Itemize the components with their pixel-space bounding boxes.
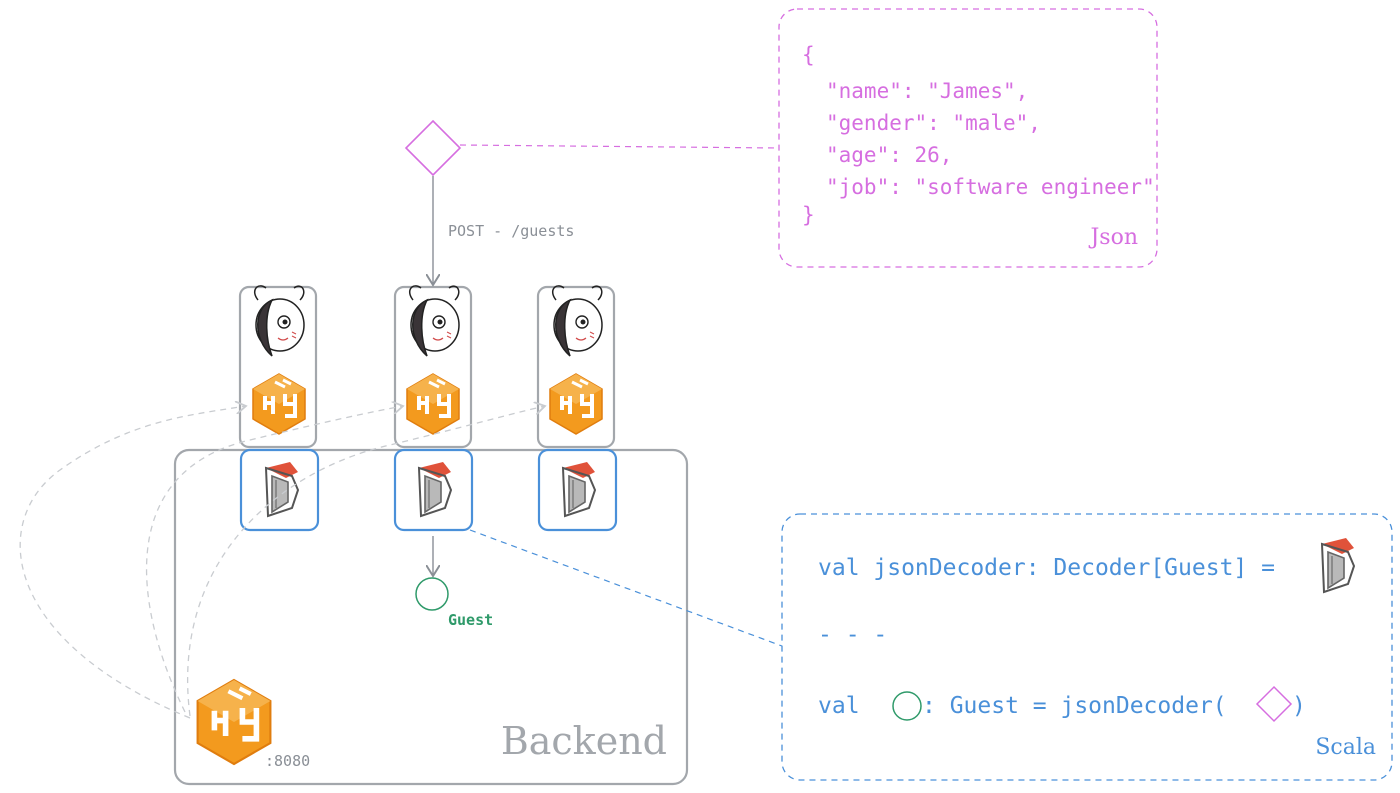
guest-circle-icon bbox=[415, 577, 449, 611]
server-link-1 bbox=[19, 406, 246, 719]
json-line: { bbox=[802, 43, 815, 67]
json-line: "age": 26, bbox=[826, 143, 952, 167]
scala-line-3-suffix: ) bbox=[1292, 693, 1306, 719]
server-link-3 bbox=[187, 406, 545, 717]
circe-decoder-icon bbox=[1321, 537, 1355, 593]
guest-label: Guest bbox=[448, 611, 493, 629]
scala-line-1: val jsonDecoder: Decoder[Guest] = bbox=[818, 555, 1275, 581]
json-panel-label: Json bbox=[1088, 225, 1138, 250]
client-frame-3 bbox=[536, 285, 616, 449]
backend-label: Backend bbox=[501, 719, 667, 763]
json-line: "gender": "male", bbox=[826, 111, 1041, 135]
guest-circle-icon bbox=[892, 691, 922, 721]
json-diamond-icon bbox=[1255, 685, 1293, 723]
client-frame-2 bbox=[393, 285, 473, 449]
scala-link bbox=[469, 529, 783, 647]
scala-line-3-prefix: val bbox=[818, 693, 860, 719]
http4s-cube-icon bbox=[548, 372, 604, 436]
json-line: "name": "James", bbox=[826, 79, 1028, 103]
monster-mascot-icon bbox=[408, 285, 460, 357]
http4s-cube-icon bbox=[251, 372, 307, 436]
json-diamond-icon bbox=[404, 119, 462, 177]
json-panel bbox=[778, 8, 1158, 268]
monster-mascot-icon bbox=[551, 285, 603, 357]
http4s-server-icon bbox=[198, 680, 271, 764]
json-line: } bbox=[802, 203, 815, 227]
post-edge-label: POST - /guests bbox=[448, 222, 574, 240]
client-frame-1 bbox=[238, 285, 318, 449]
scala-line-2: - - - bbox=[818, 622, 887, 648]
scala-panel-label: Scala bbox=[1315, 735, 1376, 760]
monster-mascot-icon bbox=[253, 285, 305, 357]
port-label: :8080 bbox=[265, 752, 310, 770]
scala-panel bbox=[781, 513, 1393, 781]
scala-line-3-mid: : Guest = jsonDecoder( bbox=[922, 693, 1227, 719]
json-link bbox=[459, 144, 779, 149]
http4s-cube-icon bbox=[405, 372, 461, 436]
json-line: "job": "software engineer" bbox=[826, 175, 1155, 199]
